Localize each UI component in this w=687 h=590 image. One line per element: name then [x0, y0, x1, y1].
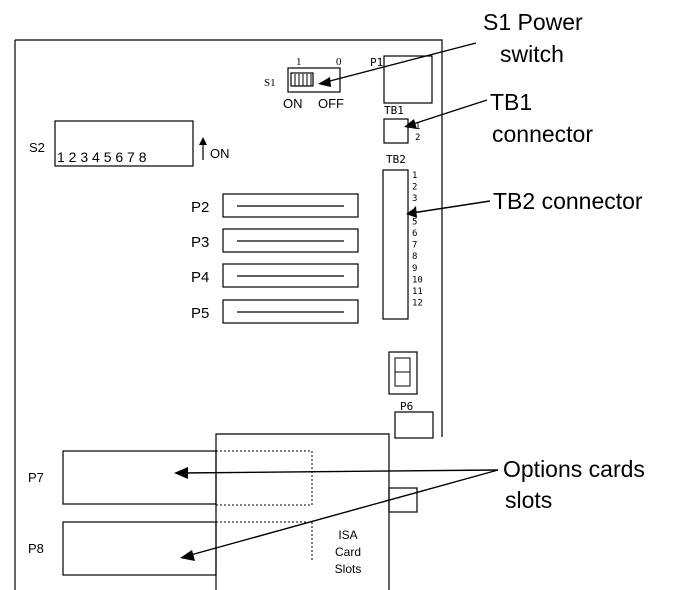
tb1-leader — [409, 99, 488, 126]
p5-label: P5 — [191, 305, 209, 322]
isa-label-line2: Card — [335, 545, 361, 559]
p5-connector — [222, 299, 359, 324]
p8-option-slot — [62, 521, 217, 576]
p6-label: P6 — [400, 400, 413, 413]
s1-switch-ridges — [294, 74, 312, 86]
s1-pos0-label: 0 — [336, 56, 342, 68]
tb2-label: TB2 — [386, 153, 406, 166]
isa-label-line1: ISA — [338, 528, 357, 542]
callout-tb1-line2: connector — [492, 121, 593, 147]
callout-power-switch-line1: S1 Power — [483, 9, 583, 35]
p2-label: P2 — [191, 199, 209, 216]
p1-box — [383, 55, 433, 104]
tb2-connector — [382, 169, 409, 320]
s2-label: S2 — [29, 140, 45, 155]
tb2-pin-label: 1 — [412, 171, 417, 181]
p3-label: P3 — [191, 234, 209, 251]
isa-bracket-tab — [388, 487, 418, 513]
tb1-label: TB1 — [384, 104, 404, 117]
tb2-pin-label: 7 — [412, 241, 417, 251]
power-switch-leader — [325, 42, 477, 83]
s1-on-label: ON — [283, 96, 303, 111]
p6-connector — [394, 411, 434, 439]
tb1-pin-1: 1 — [415, 122, 420, 132]
seven-segment-display — [388, 351, 418, 395]
tb1-arrowhead — [404, 119, 417, 129]
tb2-pin-label: 10 — [412, 275, 423, 285]
p7-label: P7 — [28, 470, 44, 485]
p2-connector — [222, 193, 359, 218]
isa-card-outlines — [216, 450, 313, 560]
callout-power-switch-line2: switch — [500, 41, 564, 67]
tb2-leader — [411, 200, 491, 214]
power-switch-arrowhead — [318, 77, 331, 87]
s1-switch-toggle — [290, 72, 314, 87]
s1-pos1-label: 1 — [296, 56, 302, 68]
isa-riser-outline — [215, 433, 390, 590]
tb2-pin-label: 6 — [412, 229, 417, 239]
tb2-pin-label: 12 — [412, 299, 423, 309]
callout-options-line2: slots — [505, 487, 552, 513]
seven-segment-digit — [394, 357, 411, 387]
tb1-pin-2: 2 — [415, 133, 420, 143]
board-outline — [14, 39, 443, 590]
tb2-pin-label: 2 — [412, 183, 417, 193]
options-leader-p8 — [186, 469, 499, 557]
options-arrowhead-p7 — [174, 467, 188, 479]
s1-off-label: OFF — [318, 96, 344, 111]
options-arrowhead-p8 — [180, 550, 195, 561]
tb2-pin-label: 3 — [412, 194, 417, 204]
tb2-pin-label: 5 — [412, 217, 417, 227]
options-leader-p7 — [179, 469, 499, 474]
tb2-pin-label: 9 — [412, 264, 417, 274]
tb2-pin-label: 8 — [412, 252, 417, 262]
p4-connector — [222, 263, 359, 288]
tb1-connector — [383, 118, 409, 144]
isa-label-line3: Slots — [335, 562, 362, 576]
s1-switch-body — [287, 67, 341, 93]
tb2-arrowhead — [406, 207, 417, 218]
tb2-pin-label: 11 — [412, 287, 423, 297]
p3-connector — [222, 228, 359, 253]
p8-label: P8 — [28, 541, 44, 556]
p7-option-slot — [62, 450, 217, 505]
p4-label: P4 — [191, 269, 209, 286]
callout-tb2: TB2 connector — [493, 188, 643, 214]
tb2-pin-label: 4 — [412, 206, 417, 216]
s2-dip-switch — [54, 120, 194, 167]
callout-options-line1: Options cards — [503, 456, 645, 482]
s1-label: S1 — [264, 77, 276, 89]
callout-tb1-line1: TB1 — [490, 89, 532, 115]
s2-on-arrow — [199, 137, 207, 160]
p1-label: P1 — [370, 56, 383, 69]
s2-digits: 1 2 3 4 5 6 7 8 — [57, 149, 147, 165]
s2-on-label: ON — [210, 146, 230, 161]
